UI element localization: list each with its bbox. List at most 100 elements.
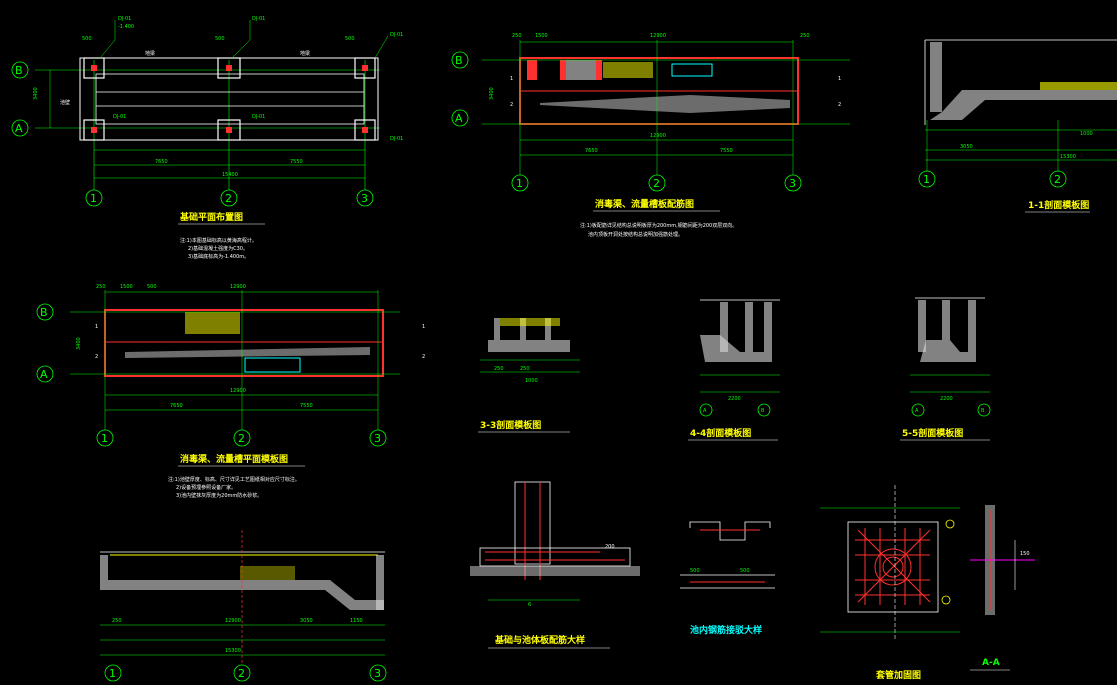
- dim-250-e: 250: [112, 618, 122, 624]
- dim-15400: 15400: [222, 172, 238, 178]
- dim-15300-e: 15300: [225, 648, 241, 654]
- section-4-4: 2200 A B 4-4剖面模板图: [688, 299, 780, 441]
- dim-500-rs2: 500: [740, 568, 750, 574]
- section-mark-1: 1: [510, 76, 513, 82]
- grid-1-p2: 1: [101, 432, 108, 445]
- section-1-1: 3050 15300 1000 1 2 1-1剖面模板图: [918, 39, 1117, 213]
- dim-250-w: 250: [512, 33, 522, 39]
- dim-3400: 3400: [33, 87, 39, 100]
- title-sleeve-detail: 套管加固图: [876, 669, 921, 681]
- note-3a: 注:1)池壁厚度、标高、尺寸详见工艺图纸相对应尺寸标注。: [168, 476, 300, 483]
- section-mark-2r: 2: [838, 102, 841, 108]
- grid-3-p2: 3: [374, 432, 381, 445]
- note-1a: 注:1)本图基础标高以黄海高程计。: [180, 237, 257, 244]
- note-1b: 2)基础混凝土强度为C30。: [188, 245, 248, 252]
- section-5-5: 2200 A B 5-5剖面模板图: [900, 297, 991, 441]
- dim-1000-s3: 1000: [525, 378, 538, 384]
- grid-A: A: [15, 122, 23, 135]
- title-section-1-1: 1-1剖面模板图: [1028, 199, 1089, 211]
- grid-3-e: 3: [374, 667, 381, 680]
- pile-label-4: DJ-01: [252, 114, 265, 120]
- dim-12900-w: 12900: [650, 133, 666, 139]
- grid-1-s1: 1: [923, 173, 930, 186]
- grid-3: 3: [361, 192, 368, 205]
- aa-label: 150: [1020, 551, 1030, 557]
- dim-500-rs: 500: [690, 568, 700, 574]
- title-rebar-detail: 池内钢筋接驳大样: [690, 624, 762, 636]
- pile-slab-detail: 200 6 基础与池体板配筋大样: [470, 481, 640, 649]
- title-weir-plan-2: 消毒渠、流量槽平面模板图: [180, 453, 288, 465]
- dim-500-p2: 500: [147, 284, 157, 290]
- dim-250-p2: 250: [96, 284, 106, 290]
- dim-1500-p2: 1500: [120, 284, 133, 290]
- elev-label: -1.400: [118, 24, 134, 30]
- wall-label: 池壁: [60, 99, 70, 106]
- note-3c: 3)池内壁抹灰厚度为20mm防水砂浆。: [176, 492, 262, 499]
- dim-3050-e: 3050: [300, 618, 313, 624]
- note-3b: 2)设备预埋参照设备厂家。: [176, 484, 236, 491]
- beam-label-2: 地梁: [300, 50, 310, 57]
- dim-7650: 7650: [155, 159, 168, 165]
- note-2b: 池内顶板开洞处按结构总说明加强筋处理。: [588, 231, 683, 238]
- grid-3-w: 3: [789, 177, 796, 190]
- section-mark-2: 2: [510, 102, 513, 108]
- beam-label: 地梁: [145, 50, 155, 57]
- dim-7550: 7550: [290, 159, 303, 165]
- grid-1: 1: [90, 192, 97, 205]
- grid-2-w: 2: [653, 177, 660, 190]
- grid-B: B: [15, 64, 23, 77]
- dim-15300: 15300: [1060, 154, 1076, 160]
- slab-label: 200: [605, 544, 615, 550]
- dim-7650-p2: 7650: [170, 403, 183, 409]
- dim-250-s3: 250: [494, 366, 504, 372]
- sleeve-reinforcement-detail: 套管加固图 150 A-A: [820, 485, 1035, 681]
- pile-label-3: DJ-01: [390, 32, 403, 38]
- grid-2-p2: 2: [238, 432, 245, 445]
- dim-500-2: 500: [215, 36, 225, 42]
- dim-500: 500: [82, 36, 92, 42]
- section-mark-p2: 2: [95, 354, 98, 360]
- grid-1-w: 1: [516, 177, 523, 190]
- grid-B-s4: B: [761, 408, 765, 414]
- dim-500-3: 500: [345, 36, 355, 42]
- note-1c: 3)基础底标高为-1.400m。: [188, 253, 249, 260]
- dim-1000-s1: 1000: [1080, 131, 1093, 137]
- dim-250-w2: 250: [800, 33, 810, 39]
- dim-3400-p2: 3400: [76, 337, 82, 350]
- note-2a: 注:1)板配筋详见结构总说明板厚为200mm,钢筋间距为200双层双向。: [580, 222, 737, 229]
- dim-7550-w: 7550: [720, 148, 733, 154]
- title-section-4-4: 4-4剖面模板图: [690, 427, 751, 439]
- section-mark-p1: 1: [95, 324, 98, 330]
- grid-2: 2: [225, 192, 232, 205]
- title-section-5-5: 5-5剖面模板图: [902, 427, 963, 439]
- title-foundation-plan: 基础平面布置图: [179, 211, 243, 223]
- dim-12900-p2: 12900: [230, 284, 246, 290]
- foundation-plan: DJ-01 -1.400 DJ-01 DJ-01 DJ-01 DJ-01 DJ-…: [11, 16, 403, 260]
- section-3-3: 250 250 1000 3-3剖面模板图: [478, 318, 580, 433]
- dim-1500-w: 1500: [535, 33, 548, 39]
- grid-A-w: A: [455, 112, 463, 125]
- dim-2200-s5: 2200: [940, 396, 953, 402]
- title-weir-plan: 消毒渠、流量槽板配筋图: [595, 198, 694, 210]
- pile-label-2: DJ-01: [252, 16, 265, 22]
- dim-2200-s4: 2200: [728, 396, 741, 402]
- weir-plan-formwork: 12900 1500 500 250 12900 7650 7550 3400 …: [36, 284, 425, 499]
- weir-plan-reinforcement: 7650 7550 12900 12900 1500 250 250 3400 …: [451, 33, 850, 238]
- grid-A-s4: A: [703, 408, 707, 414]
- title-section-aa: A-A: [982, 658, 1000, 668]
- title-pile-detail: 基础与池体板配筋大样: [494, 634, 585, 646]
- pile-label-6: DJ-01: [390, 136, 403, 142]
- dim-1150-e: 1150: [350, 618, 363, 624]
- pile-label: DJ-01: [118, 16, 131, 22]
- grid-A-s5: A: [915, 408, 919, 414]
- grid-B-p2: B: [40, 306, 48, 319]
- dim-12900-p2b: 12900: [230, 388, 246, 394]
- dim-6: 6: [528, 602, 531, 608]
- grid-A-p2: A: [40, 368, 48, 381]
- section-mark-p2r: 2: [422, 354, 425, 360]
- dim-250-s3b: 250: [520, 366, 530, 372]
- dim-12900-e: 12900: [225, 618, 241, 624]
- title-section-3-3: 3-3剖面模板图: [480, 419, 541, 431]
- pile-label-5: DJ-01: [113, 114, 126, 120]
